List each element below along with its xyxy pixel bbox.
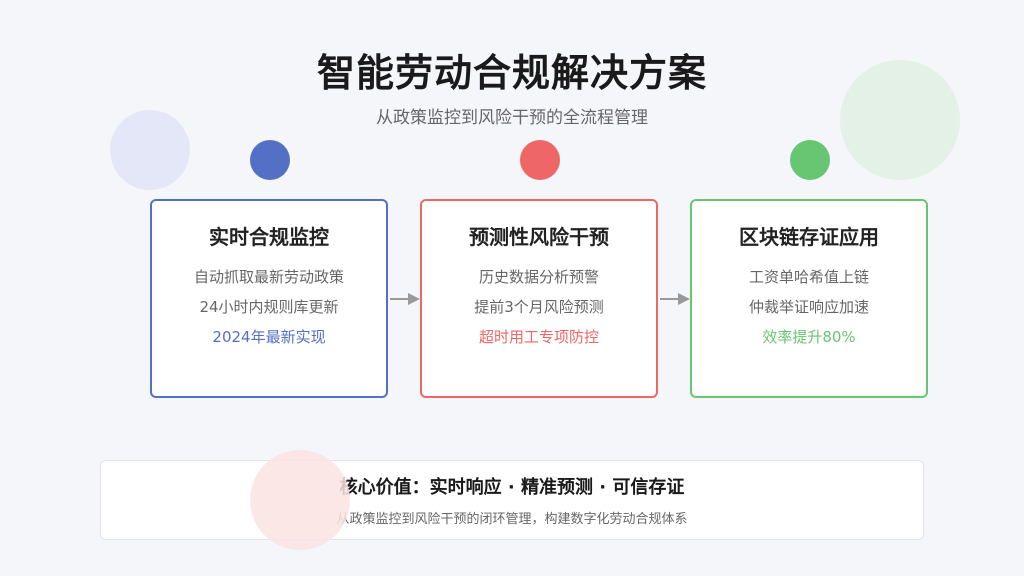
- card-title: 预测性风险干预: [469, 225, 609, 249]
- card-highlight: 2024年最新实现: [212, 328, 326, 346]
- step-marker-1: [250, 140, 290, 180]
- decorative-circle-blue: [110, 110, 190, 190]
- arrow-right-icon: [660, 293, 690, 305]
- summary-panel: 核心价值：实时响应 · 精准预测 · 可信存证 从政策监控到风险干预的闭环管理，…: [100, 460, 924, 540]
- step-marker-3: [790, 140, 830, 180]
- decorative-circle-green: [840, 60, 960, 180]
- summary-title: 核心价值：实时响应 · 精准预测 · 可信存证: [339, 477, 685, 498]
- card-highlight: 效率提升80%: [762, 328, 856, 346]
- card-risk-intervention: 预测性风险干预 历史数据分析预警 提前3个月风险预测 超时用工专项防控: [420, 199, 658, 398]
- card-line: 仲裁举证响应加速: [748, 298, 869, 316]
- card-line: 历史数据分析预警: [478, 268, 599, 286]
- card-title: 实时合规监控: [209, 225, 329, 249]
- card-line: 提前3个月风险预测: [474, 298, 604, 316]
- card-line: 工资单哈希值上链: [748, 268, 869, 286]
- decorative-circle-pink: [250, 450, 350, 550]
- page-title: 智能劳动合规解决方案: [316, 51, 707, 95]
- summary-text: 从政策监控到风险干预的闭环管理，构建数字化劳动合规体系: [336, 512, 688, 527]
- page-subtitle: 从政策监控到风险干预的全流程管理: [376, 108, 648, 128]
- card-line: 24小时内规则库更新: [199, 298, 339, 316]
- arrow-right-icon: [390, 293, 420, 305]
- card-compliance-monitoring: 实时合规监控 自动抓取最新劳动政策 24小时内规则库更新 2024年最新实现: [150, 199, 388, 398]
- card-line: 自动抓取最新劳动政策: [193, 268, 344, 286]
- step-marker-2: [520, 140, 560, 180]
- card-blockchain-evidence: 区块链存证应用 工资单哈希值上链 仲裁举证响应加速 效率提升80%: [690, 199, 928, 398]
- card-title: 区块链存证应用: [739, 225, 879, 249]
- card-highlight: 超时用工专项防控: [478, 328, 599, 346]
